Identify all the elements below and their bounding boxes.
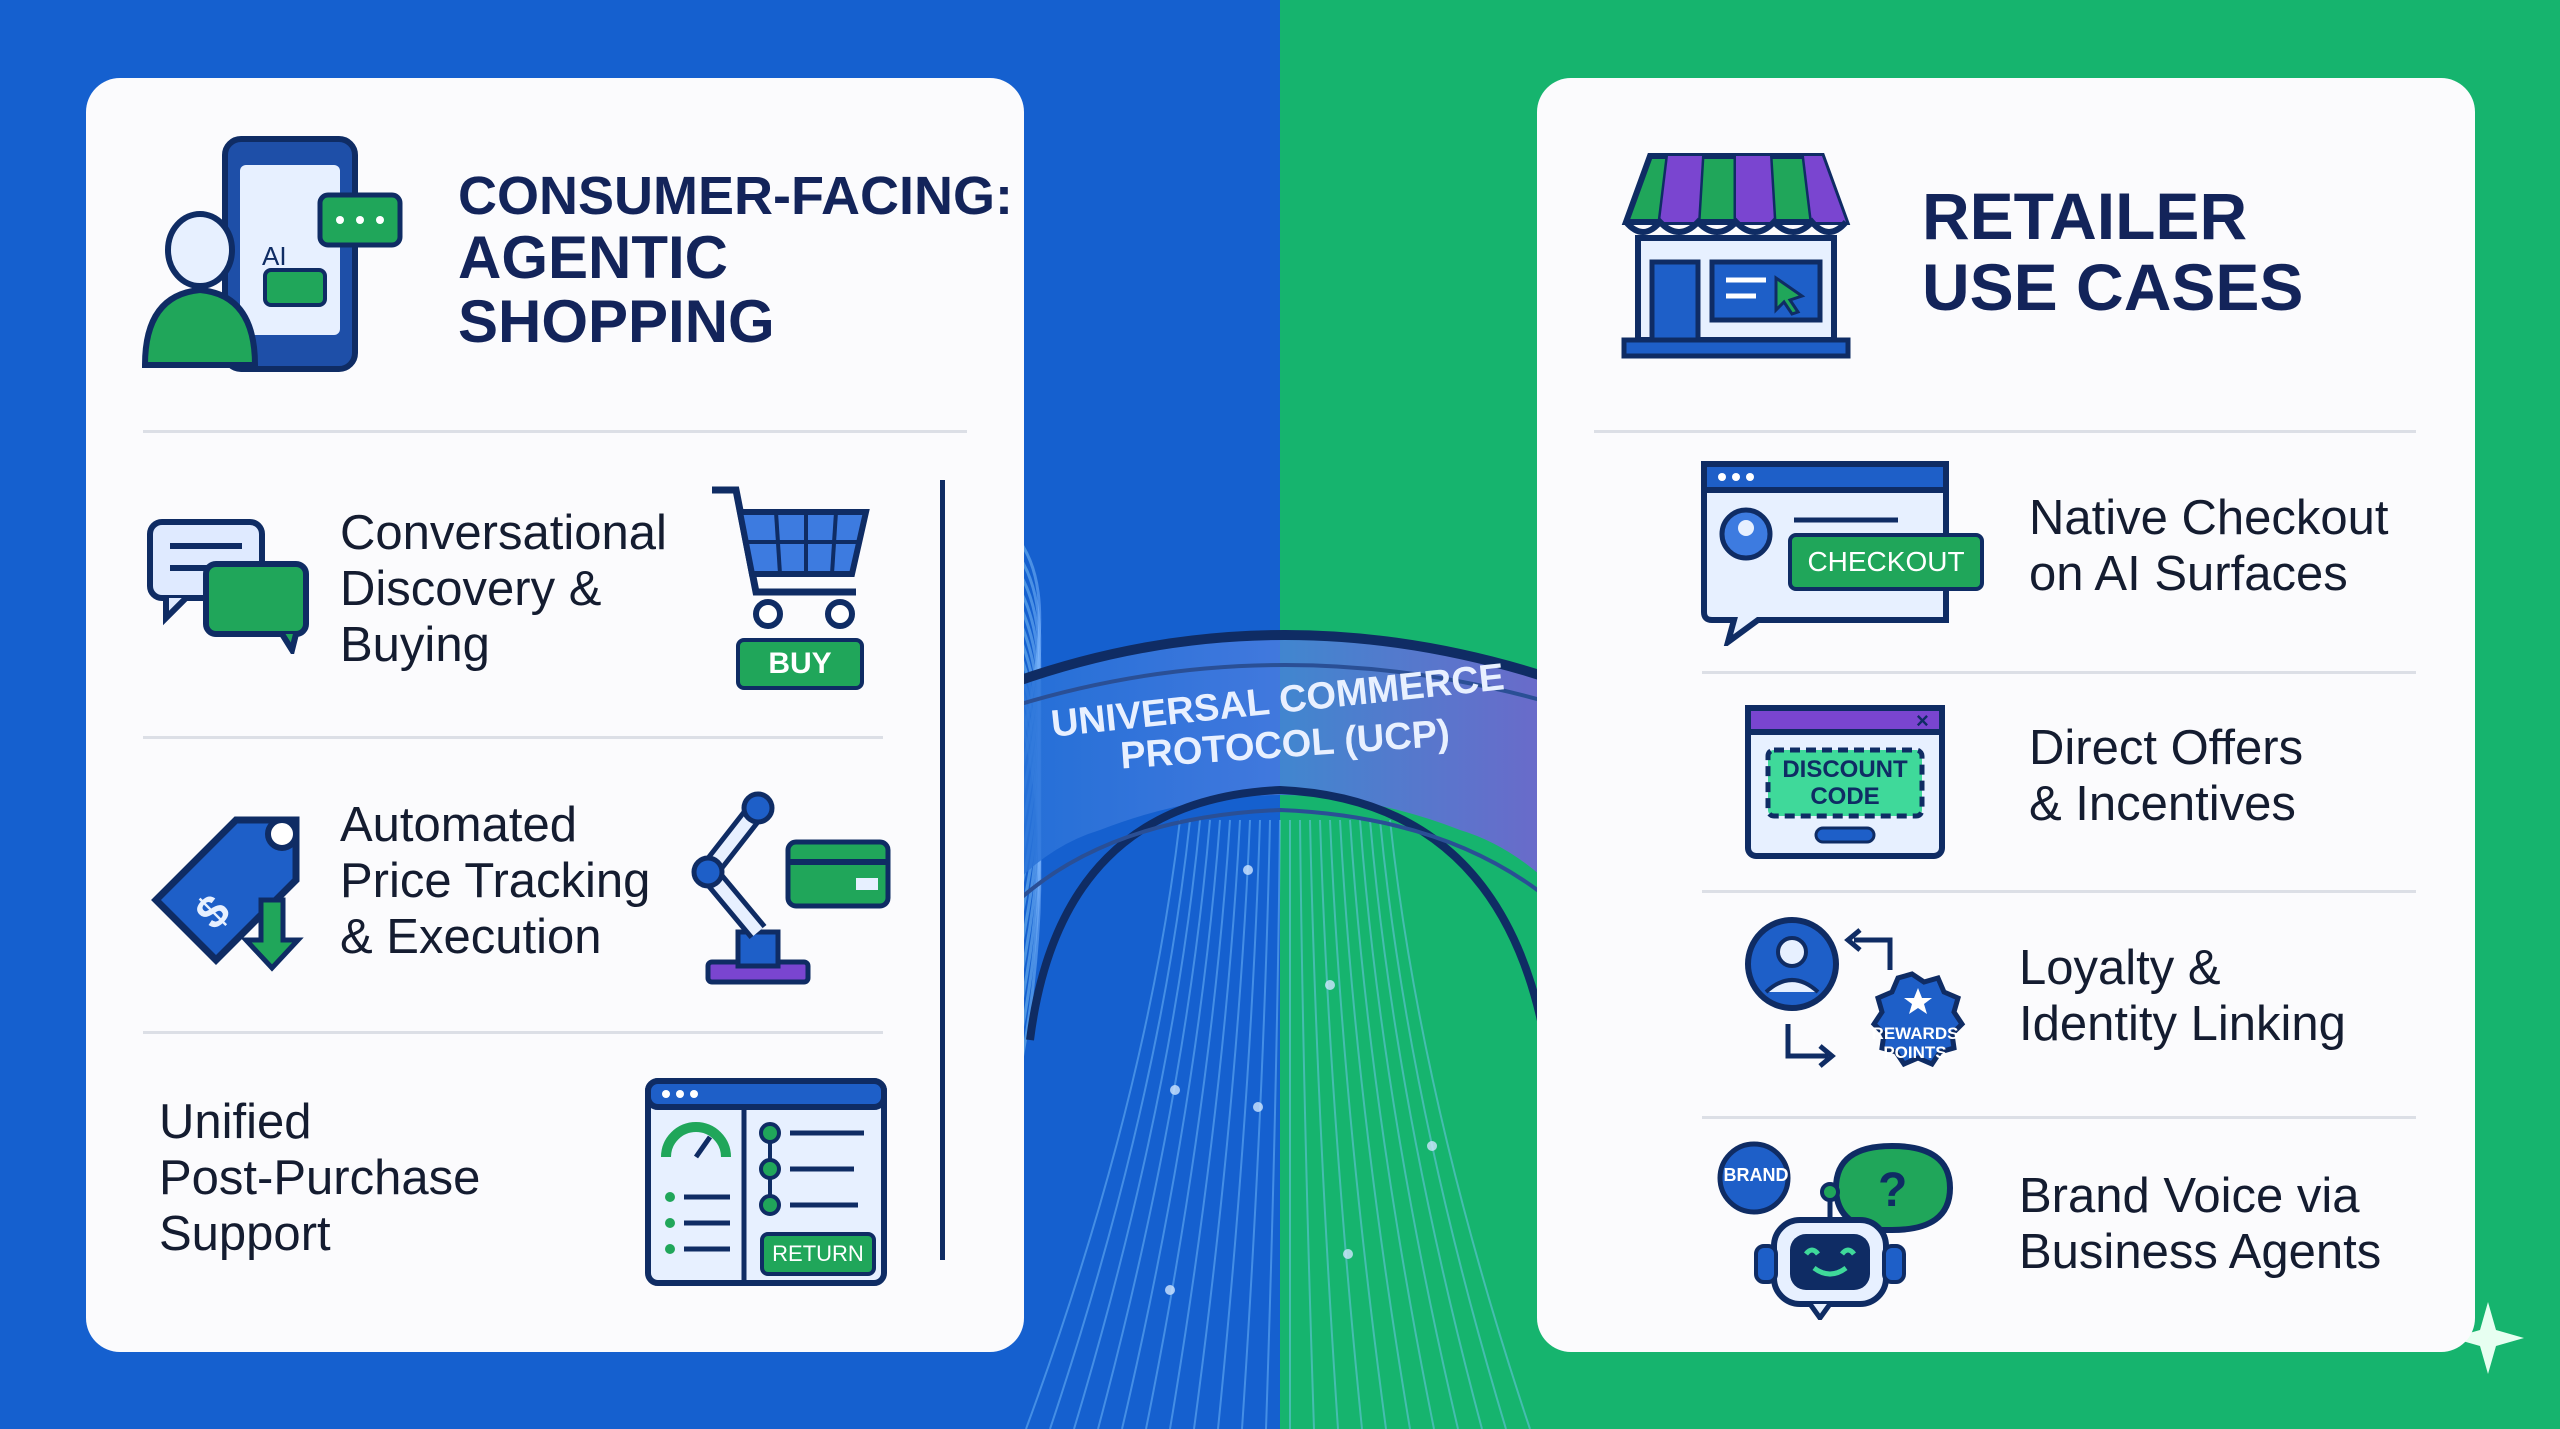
brand-bot-icon: ? bbox=[1717, 1141, 1954, 1320]
shopping-cart-icon bbox=[712, 486, 870, 629]
brand-voice-line1: Brand Voice via bbox=[2019, 1169, 2360, 1223]
flow-streak bbox=[1389, 819, 1531, 1429]
brand-badge: BRAND bbox=[1723, 1165, 1789, 1185]
right-heading-line2: USE CASES bbox=[1922, 250, 2304, 324]
left-divider-1 bbox=[143, 430, 967, 433]
left-heading-line1: CONSUMER-FACING: bbox=[458, 166, 1013, 226]
flow-streak bbox=[1329, 819, 1387, 1429]
left-divider-2 bbox=[143, 736, 883, 739]
flow-streak bbox=[1359, 819, 1459, 1429]
discount-window-icon: × bbox=[1745, 705, 1945, 859]
phone-ai-chat-icon: AI bbox=[141, 136, 403, 372]
flow-streak bbox=[1349, 819, 1435, 1429]
loyalty-icon bbox=[1745, 917, 1966, 1068]
svg-text:?: ? bbox=[1878, 1164, 1907, 1217]
native-checkout-line1: Native Checkout bbox=[2029, 491, 2389, 545]
flow-streak bbox=[1265, 819, 1281, 1429]
storefront-icon bbox=[1621, 153, 1851, 359]
flow-streak bbox=[1073, 819, 1201, 1429]
post-purchase-line1: Unified bbox=[159, 1095, 312, 1149]
native-checkout-line2: on AI Surfaces bbox=[2029, 547, 2348, 601]
price-tracking-line1: Automated bbox=[340, 798, 577, 852]
right-divider-2 bbox=[1702, 671, 2416, 674]
left-heading-line3: SHOPPING bbox=[458, 288, 775, 355]
flow-streak bbox=[1097, 819, 1211, 1429]
flow-streak bbox=[1145, 819, 1231, 1429]
chat-bubbles-icon bbox=[147, 519, 309, 654]
price-tag-icon: $ bbox=[151, 816, 304, 972]
rewards-badge-line2: POINTS bbox=[1883, 1043, 1947, 1062]
post-purchase-line2: Post-Purchase bbox=[159, 1151, 481, 1205]
discount-badge-line2: CODE bbox=[1810, 783, 1880, 810]
flow-streak bbox=[1049, 819, 1191, 1429]
loyalty-line1: Loyalty & bbox=[2019, 941, 2221, 995]
price-tracking-line2: Price Tracking bbox=[340, 854, 651, 908]
direct-offers-line1: Direct Offers bbox=[2029, 721, 2304, 775]
right-divider-3 bbox=[1702, 890, 2416, 893]
flow-streak bbox=[1319, 819, 1363, 1429]
flow-streak bbox=[1025, 819, 1181, 1429]
flow-streak bbox=[1299, 819, 1315, 1429]
return-badge: RETURN bbox=[760, 1232, 876, 1276]
left-divider-3 bbox=[143, 1031, 883, 1034]
brand-voice-line2: Business Agents bbox=[2019, 1225, 2382, 1279]
flow-streak bbox=[1169, 819, 1241, 1429]
rewards-badge-line1: REWARDS bbox=[1871, 1024, 1959, 1043]
direct-offers-line2: & Incentives bbox=[2029, 777, 2296, 831]
svg-text:AI: AI bbox=[262, 241, 287, 271]
flow-streak bbox=[1241, 819, 1271, 1429]
right-divider-4 bbox=[1702, 1116, 2416, 1119]
conversational-line3: Buying bbox=[340, 618, 490, 672]
robot-arm-icon bbox=[691, 791, 891, 985]
flow-streak bbox=[1379, 819, 1507, 1429]
loyalty-line2: Identity Linking bbox=[2019, 997, 2346, 1051]
conversational-line2: Discovery & bbox=[340, 562, 602, 616]
checkout-badge: CHECKOUT bbox=[1788, 533, 1984, 591]
flow-streak bbox=[1369, 819, 1483, 1429]
flow-streak bbox=[1339, 819, 1411, 1429]
flow-streak bbox=[1193, 819, 1251, 1429]
post-purchase-line3: Support bbox=[159, 1207, 331, 1261]
flow-streak bbox=[1309, 819, 1339, 1429]
right-divider-1 bbox=[1594, 430, 2416, 433]
flow-streak bbox=[1121, 819, 1221, 1429]
flow-streak bbox=[1217, 819, 1261, 1429]
left-pillar bbox=[940, 480, 945, 1260]
svg-text:×: × bbox=[1916, 708, 1929, 733]
left-heading-line2: AGENTIC bbox=[458, 224, 728, 291]
price-tracking-line3: & Execution bbox=[340, 910, 602, 964]
discount-badge-line1: DISCOUNT bbox=[1782, 756, 1908, 783]
conversational-line1: Conversational bbox=[340, 506, 667, 560]
right-heading-line1: RETAILER bbox=[1922, 179, 2248, 253]
buy-badge: BUY bbox=[736, 638, 864, 690]
sparkle-icon bbox=[2452, 1302, 2524, 1374]
